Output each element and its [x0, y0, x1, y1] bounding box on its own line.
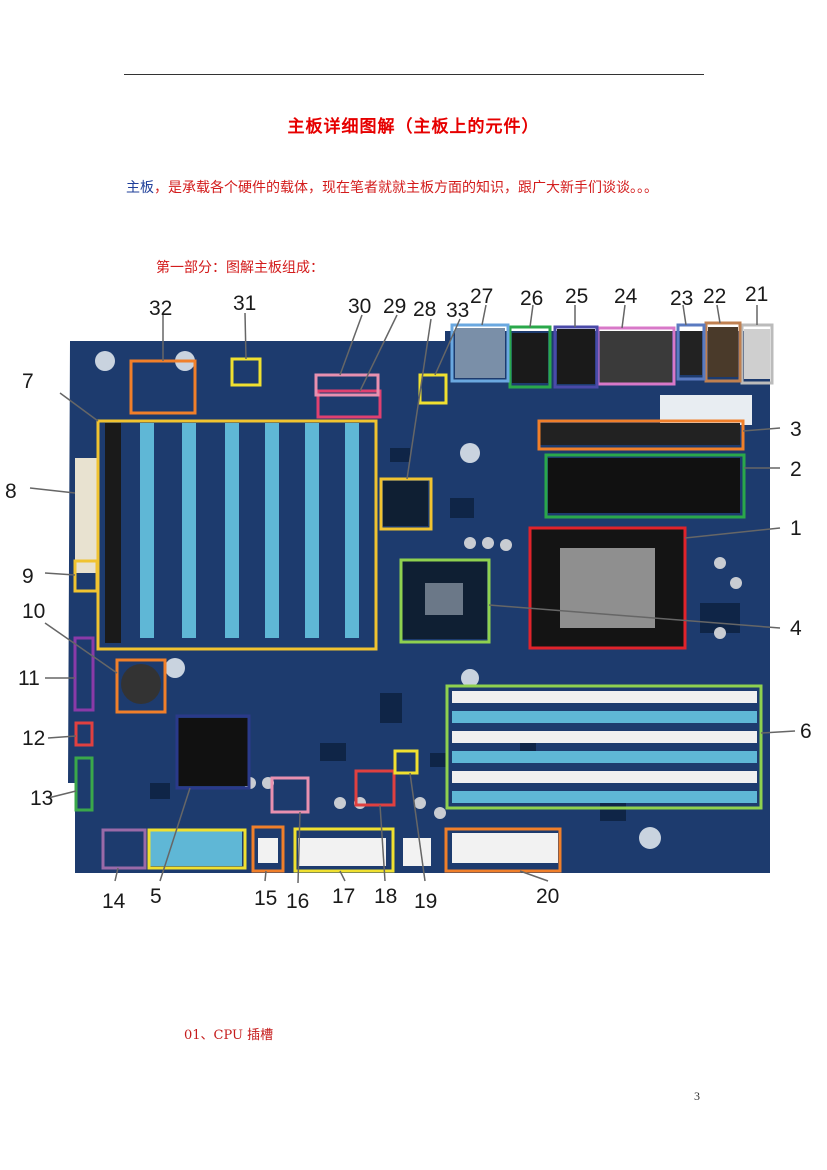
leader-lines: [29, 304, 796, 884]
callout-6: 6: [800, 720, 812, 743]
callout-21: 21: [745, 283, 768, 306]
callout-8: 8: [5, 480, 17, 503]
callout-4: 4: [790, 617, 802, 640]
item-01-heading: 01、CPU 插槽: [184, 1028, 274, 1043]
callout-7: 7: [22, 370, 34, 393]
callout-10: 10: [22, 600, 45, 623]
callout-29: 29: [383, 295, 406, 318]
intro-keyword: 主板: [126, 180, 154, 196]
callout-3: 3: [790, 418, 802, 441]
callout-16: 16: [286, 890, 309, 913]
callout-30: 30: [348, 295, 371, 318]
callout-24: 24: [614, 285, 638, 308]
callout-18: 18: [374, 885, 397, 908]
callout-9: 9: [22, 565, 34, 588]
callout-17: 17: [332, 885, 355, 908]
callout-boxes: [73, 321, 774, 873]
pcie-slots: [105, 423, 359, 643]
dimm-slots: [452, 691, 757, 803]
callout-27: 27: [470, 285, 493, 308]
motherboard-diagram: 1 2 3 4 5 6 7 8 9 10 11 12 13 14 15 16 1…: [5, 283, 812, 913]
callout-5: 5: [150, 885, 162, 908]
callout-15: 15: [254, 887, 277, 910]
page-title: 主板详细图解（主板上的元件）: [287, 117, 540, 137]
callout-19: 19: [414, 890, 437, 913]
callout-26: 26: [520, 287, 543, 310]
callout-11: 11: [18, 667, 40, 690]
callout-28: 28: [413, 298, 436, 321]
callout-numbers: 1 2 3 4 5 6 7 8 9 10 11 12 13 14 15 16 1…: [5, 283, 812, 913]
intro-text: ，是承载各个硬件的载体，现在笔者就就主板方面的知识，跟广大新手们谈谈。。。: [154, 180, 658, 196]
callout-12: 12: [22, 727, 45, 750]
header-rule: [124, 74, 704, 75]
callout-33: 33: [446, 299, 469, 322]
callout-32: 32: [149, 297, 172, 320]
callout-23: 23: [670, 287, 693, 310]
callout-2: 2: [790, 458, 802, 481]
callout-14: 14: [102, 890, 126, 913]
callout-25: 25: [565, 285, 588, 308]
motherboard-figure: 1 2 3 4 5 6 7 8 9 10 11 12 13 14 15 16 1…: [0, 283, 827, 923]
callout-1: 1: [790, 517, 802, 540]
callout-22: 22: [703, 285, 726, 308]
section-heading: 第一部分：图解主板组成：: [156, 260, 324, 276]
page-number: 3: [694, 1089, 700, 1103]
intro-paragraph: 主板，是承载各个硬件的载体，现在笔者就就主板方面的知识，跟广大新手们谈谈。。。: [126, 171, 686, 205]
callout-13: 13: [30, 787, 53, 810]
callout-31: 31: [233, 292, 256, 315]
callout-20: 20: [536, 885, 559, 908]
